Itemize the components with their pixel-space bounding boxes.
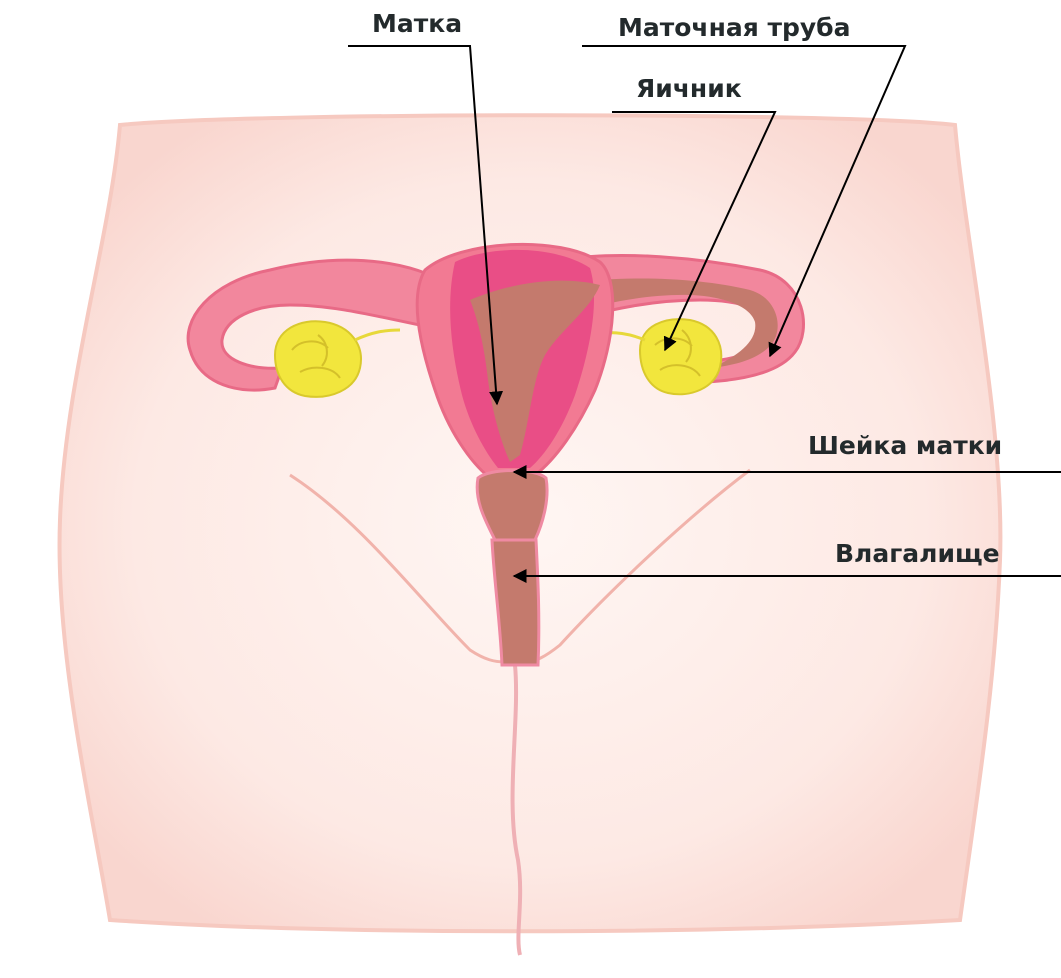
label-vagina: Влагалище — [835, 541, 1000, 566]
label-cervix: Шейка матки — [808, 433, 1002, 458]
label-ovary: Яичник — [636, 76, 742, 101]
label-uterus: Матка — [372, 11, 462, 36]
label-fallopian-tube: Маточная труба — [618, 15, 850, 40]
